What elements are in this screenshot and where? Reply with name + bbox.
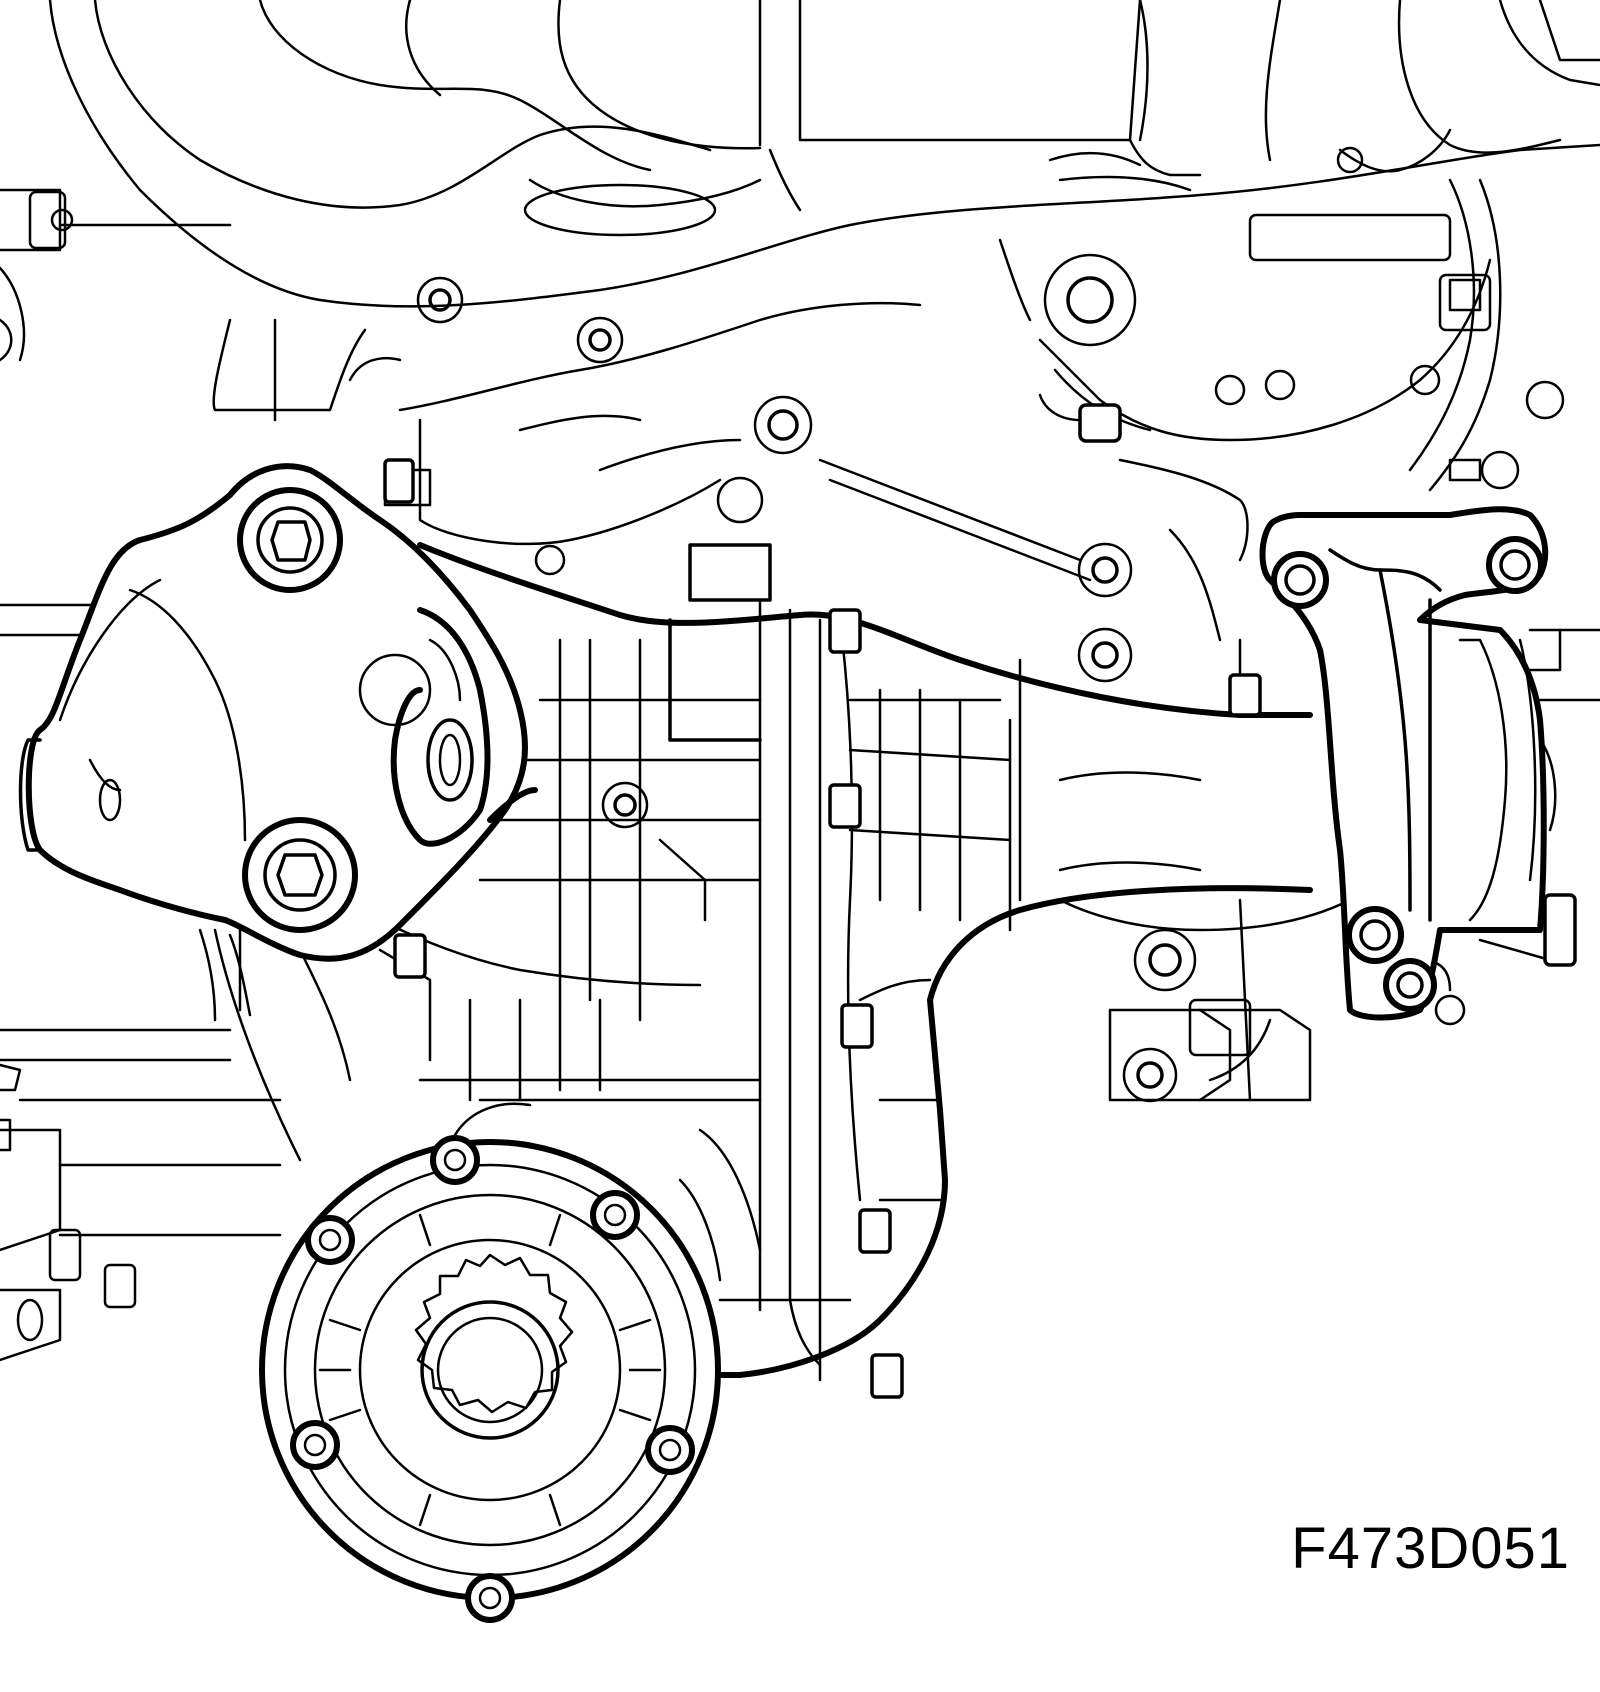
drive-flange [259, 1102, 722, 1623]
subframe-left [0, 188, 282, 1362]
engine-block-housing [48, 0, 1600, 492]
left-mount-bracket [18, 463, 538, 1022]
sump-area [212, 238, 1565, 683]
housing-bolts [383, 458, 1577, 1399]
fittings [1038, 273, 1492, 717]
figure-code-label: F473D051 [1291, 1516, 1570, 1581]
right-mount-bracket [1259, 506, 1557, 1021]
